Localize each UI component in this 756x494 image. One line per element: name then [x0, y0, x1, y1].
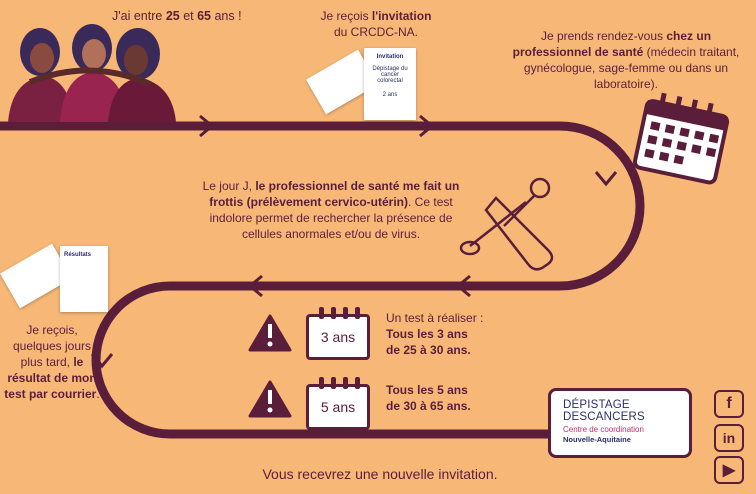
arrow-down-2 — [90, 353, 114, 369]
step-results-text: Je reçois, quelques jours plus tard, le … — [4, 323, 100, 401]
arrow-down-1 — [594, 171, 618, 187]
arrow-left-2 — [247, 274, 263, 298]
arrow-right-1 — [199, 114, 215, 138]
step-smear-text: Le jour J, le professionnel de santé me … — [202, 179, 460, 241]
step-age-text: J'ai entre 25 et 65 ans ! — [112, 9, 242, 23]
arrow-right-2 — [419, 114, 435, 138]
facebook-icon[interactable]: f — [714, 390, 744, 418]
results-doc-title: Résultats — [64, 252, 92, 258]
invitation-document: Invitation Dépistage du cancer colorecta… — [364, 48, 416, 120]
badge-3-years: 3 ans — [306, 307, 370, 360]
badge-5-years: 5 ans — [306, 377, 370, 430]
warning-icon-2 — [248, 380, 292, 418]
women-illustration-icon — [8, 24, 176, 122]
logo-line-3: Centre de coordination — [563, 425, 644, 434]
logo-line-2: DESCANCERS — [563, 411, 645, 423]
test-interval-heading: Un test à réaliser : — [386, 311, 484, 325]
warning-icon-1 — [248, 314, 292, 352]
invitation-doc-title: Invitation — [376, 54, 404, 60]
logo-line-1: DÉPISTAGE — [563, 399, 630, 411]
arrow-left-1 — [455, 274, 471, 298]
step-appointment-text: Je prends rendez-vous chez un profession… — [512, 29, 740, 91]
footer-text: Vous recevrez une nouvelle invitation. — [262, 466, 498, 482]
medical-tools-icon — [459, 177, 554, 271]
linkedin-icon[interactable]: in — [714, 424, 744, 452]
crcdc-logo: DÉPISTAGE DESCANCERS Centre de coordinat… — [548, 388, 692, 458]
invitation-doc-years: 2 ans — [382, 92, 398, 98]
youtube-icon[interactable]: ▶ — [714, 456, 744, 484]
timeline-path — [0, 121, 645, 439]
results-document: Résultats — [60, 246, 108, 312]
logo-line-4: Nouvelle-Aquitaine — [563, 435, 631, 444]
invitation-doc-subtitle: Dépistage du cancer colorectal — [372, 66, 408, 84]
calendar-icon — [632, 92, 730, 185]
